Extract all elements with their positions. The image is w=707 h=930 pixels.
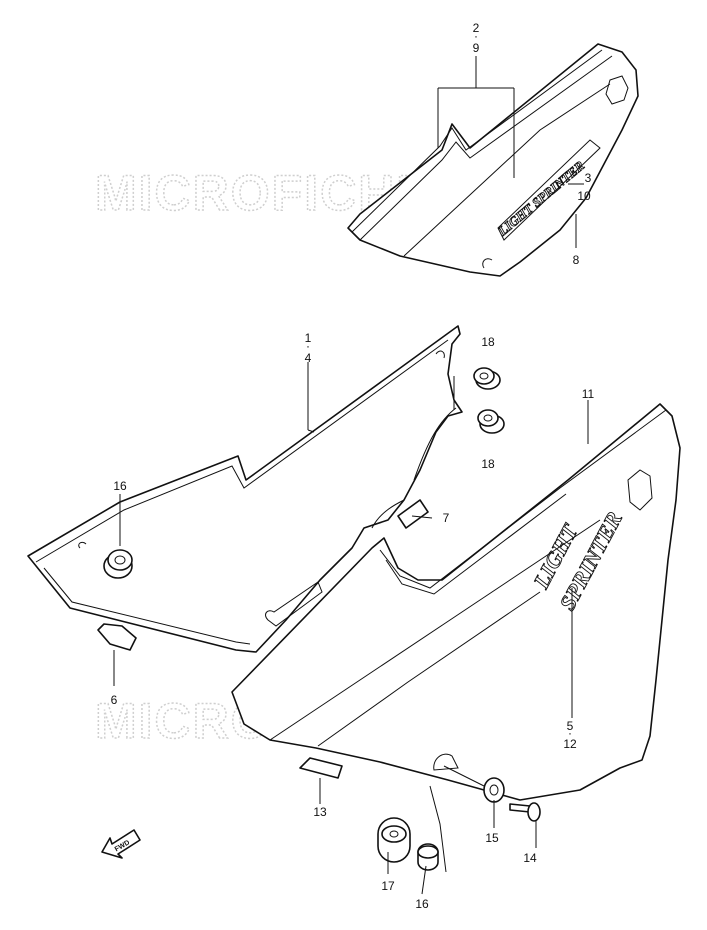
leader-lines	[113, 56, 589, 895]
callout-18-bottom: 18	[481, 457, 495, 471]
svg-text:·: ·	[568, 726, 572, 740]
callout-14: 14	[523, 851, 537, 865]
callout-2: 2	[473, 21, 480, 35]
callout-16-bottom: 16	[415, 897, 429, 911]
grommet-18-upper	[473, 367, 501, 390]
callout-5: 5	[567, 719, 574, 733]
cushion-7	[397, 499, 429, 529]
grommet-17	[377, 817, 411, 863]
callout-4: 4	[305, 351, 312, 365]
cushion-6	[97, 623, 137, 651]
callout-10: 10	[577, 189, 591, 203]
svg-text:·: ·	[306, 339, 310, 353]
left-frame-cover	[27, 325, 463, 653]
right-side-cover: LIGHT SPRINTER	[231, 403, 681, 801]
callout-7: 7	[443, 511, 450, 525]
callout-11: 11	[582, 387, 595, 401]
callout-16-left: 16	[113, 479, 127, 493]
callout-15: 15	[485, 831, 499, 845]
fwd-arrow-icon: FWD	[101, 829, 141, 859]
callout-labels: 2 · 9 3 10 8 1 · 4 18 18 11 16 7 6 5 · 1…	[111, 21, 595, 911]
upper-side-cover: LIGHT SPRINTER	[347, 43, 639, 277]
callout-18-top: 18	[481, 335, 495, 349]
cushion-13	[299, 757, 343, 779]
callout-9: 9	[473, 41, 480, 55]
callout-8: 8	[573, 253, 580, 267]
washer-15	[483, 777, 505, 803]
grommet-16-left	[103, 549, 133, 579]
callout-13: 13	[313, 805, 327, 819]
callout-12: 12	[563, 737, 577, 751]
screw-14	[509, 802, 541, 822]
callout-17: 17	[381, 879, 395, 893]
svg-text:·: ·	[474, 29, 478, 43]
callout-1: 1	[305, 331, 312, 345]
collar-16-lower	[417, 843, 439, 871]
callout-6: 6	[111, 693, 118, 707]
grommet-18-lower	[477, 409, 505, 434]
callout-3: 3	[585, 171, 592, 185]
